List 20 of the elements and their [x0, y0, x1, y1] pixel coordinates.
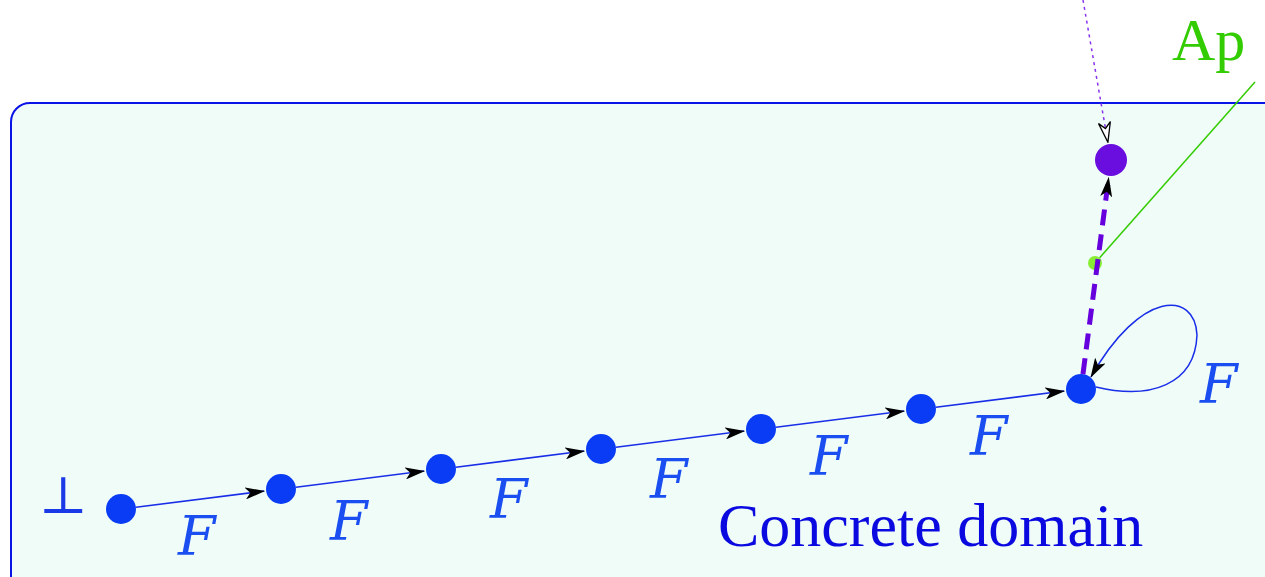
edge-label: F [1200, 358, 1238, 412]
edge-label: F [970, 410, 1008, 464]
bottom-symbol: ⊥ [39, 469, 88, 521]
domain-panel [10, 102, 1265, 577]
loop-arrow [1090, 304, 1198, 393]
arrow [135, 487, 266, 508]
edge-label: F [810, 430, 848, 484]
arrow [775, 407, 906, 428]
edge-label: F [490, 473, 528, 527]
arrow [1080, 176, 1113, 375]
arrow [295, 467, 426, 488]
arrow [1082, 0, 1111, 143]
edge-label: F [330, 495, 368, 549]
arrow [935, 387, 1066, 408]
edge-label: F [178, 510, 216, 564]
leader-line [1098, 81, 1256, 259]
arrow [615, 427, 746, 448]
arrow [455, 447, 586, 468]
edge-label: F [650, 453, 688, 507]
domain-title: Concrete domain [718, 494, 1144, 556]
